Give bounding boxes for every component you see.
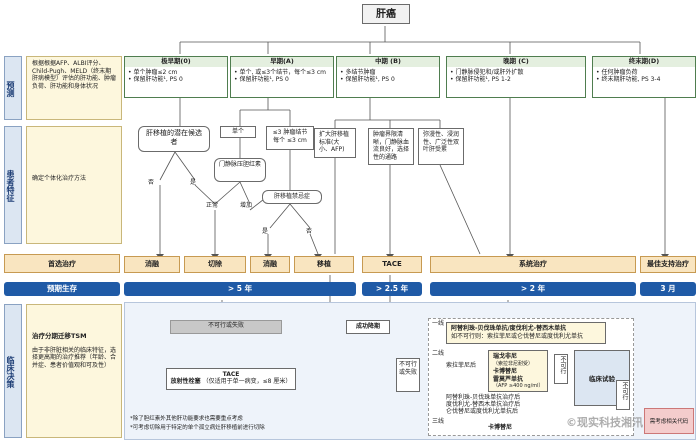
label-no: 否 xyxy=(148,179,155,186)
not-feasible-fail-2-box: 不可行或失败 xyxy=(396,358,420,392)
not-feasible-box: 不可行 xyxy=(554,354,568,384)
not-feasible-fail-box: 不可行或失败 xyxy=(170,320,282,334)
treatment-resection: 切除 xyxy=(184,256,246,273)
diffuse-box: 弥漫性、浸润性、广泛性双叶肝受累 xyxy=(418,128,464,165)
line1-box: 阿替利珠-贝伐珠单抗/度伐利尤-替西木单抗 如不可行则：索拉菲尼或仑伐替尼或度伐… xyxy=(446,322,606,344)
row-header-expected-survival: 预期生存 xyxy=(4,282,120,296)
stage-very-early: 极早期(0) • 单个肿瘤≤2 cm• 保留肝功能¹, PS 0 xyxy=(124,56,228,98)
row-header-patient: 患者特征 xyxy=(4,126,22,244)
portal-pressure-box: 门静脉压胆红素 xyxy=(214,158,266,182)
line2-sorafenib-after: 索拉菲尼后 xyxy=(446,362,477,369)
transplant-contra-box: 肝移植禁忌症 xyxy=(262,190,322,204)
label-yes2: 是 xyxy=(262,228,269,235)
treatment-bsc: 最佳支持治疗 xyxy=(640,256,696,273)
treatment-systemic: 系统治疗 xyxy=(430,256,636,273)
tace-radioembolization-box: TACE 放射性栓塞 （仅适用于单一病变，≤8 厘米） xyxy=(166,368,296,390)
watermark: ©现实科技湘汛 xyxy=(566,416,643,429)
line2-after-atezo: 阿替利珠-贝伐珠单抗治疗后 xyxy=(446,394,521,401)
survival-2y: > 2 年 xyxy=(430,282,636,296)
row-header-prognosis: 预测 xyxy=(4,56,22,120)
success-downstage-box: 成功降期 xyxy=(346,320,390,334)
clinical-trial-box: 临床试验 xyxy=(574,350,630,406)
le3-nodules-box: ≤3 肿瘤结节每个 ≤3 cm xyxy=(266,126,314,150)
line3-label: 三线 xyxy=(432,418,445,425)
treatment-ablation-2: 消融 xyxy=(250,256,290,273)
prognosis-note: 根据根据AFP、ALBI评分、Child-Pugh、MELD（终末期肝病模型）评… xyxy=(26,56,122,120)
survival-2-5y: > 2.5 年 xyxy=(362,282,422,296)
line2-label: 二线 xyxy=(432,350,445,357)
line3-drug: 卡博替尼 xyxy=(488,424,513,431)
stage-terminal: 终末期(D) • 任何肿瘤负荷• 终末期肝功能, PS 3-4 xyxy=(592,56,696,98)
well-defined-box: 肿瘤界限清晰，门静脉血流良好，选择性的通路 xyxy=(368,128,414,165)
line1-label: 一线 xyxy=(432,320,445,327)
survival-5y: > 5 年 xyxy=(124,282,356,296)
stage-advanced: 晚期 (C) • 门静脉侵犯和/或肝外扩散• 保留肝功能¹, PS 1-2 xyxy=(446,56,586,98)
label-no2: 否 xyxy=(306,228,313,235)
row-header-first-treatment: 首选治疗 xyxy=(4,254,120,273)
stage-early: 早期(A) • 单个, 或≤3个结节，每个≤3 cm• 保留肝功能¹, PS 0 xyxy=(230,56,334,98)
label-increased: 增加 xyxy=(240,202,253,209)
treatment-tace: TACE xyxy=(362,256,422,273)
row-header-clinical-decision: 临床决策 xyxy=(4,304,22,438)
bottom-right-note: 需考虑相关代码 xyxy=(644,408,694,434)
treatment-ablation-1: 消融 xyxy=(124,256,180,273)
line2-drugs-box: 瑞戈非尼 （索拉非尼耐受） 卡博替尼 雷莫芦单抗 （AFP ≥400 ng/ml… xyxy=(488,350,548,392)
footnote-1: *除了胆红素外其他肝功能要求也需要重点考虑 xyxy=(130,416,243,422)
footnote-2: *可考虑切除用于特定的单个孤立病灶肝移植前进行切除 xyxy=(130,425,265,431)
single-nodule-box: 单个 xyxy=(220,126,256,138)
tsm-box: 治疗分期迁移TSM 由于非肝脏相关的临床特征，选择更高期的治疗推荐（年龄、合并症… xyxy=(26,304,122,438)
label-normal: 正常 xyxy=(206,202,219,209)
not-feasible-2-box: 不可行 xyxy=(616,380,630,410)
transplant-candidate-box: 肝移植的潜在候选者 xyxy=(138,126,210,152)
patient-note: 确定个体化治疗方法 xyxy=(26,126,122,244)
extended-criteria-box: 扩大肝移植标准(大小、AFP) xyxy=(314,128,356,158)
page-title: 肝癌 xyxy=(362,4,410,24)
stage-intermediate: 中期 (B) • 多结节肿瘤• 保留肝功能¹, PS 0 xyxy=(336,56,440,98)
treatment-transplant: 移植 xyxy=(294,256,354,273)
line2-after-lenva: 仑伐替尼或度伐利尤单抗后 xyxy=(446,408,519,415)
line2-after-durva: 度伐利尤-替西木单抗治疗后 xyxy=(446,401,521,408)
survival-3m: 3 月 xyxy=(640,282,696,296)
label-yes: 是 xyxy=(190,179,197,186)
